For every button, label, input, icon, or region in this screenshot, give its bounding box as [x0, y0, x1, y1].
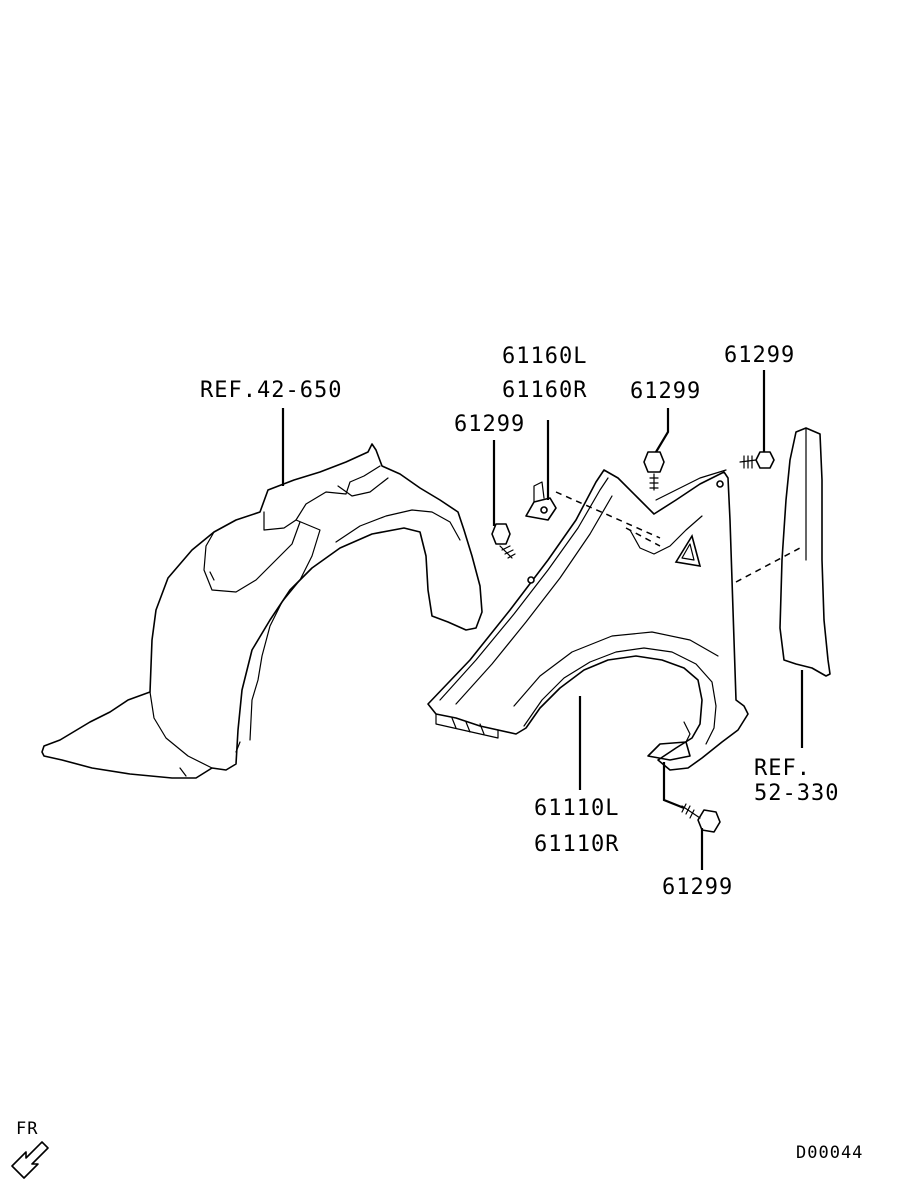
label-ref-trim-2: 52-330	[754, 781, 839, 806]
bolt-d	[681, 803, 721, 833]
fender-trim	[779, 427, 831, 677]
label-bolt-a: 61299	[454, 412, 525, 437]
dash-bracket-to-fender-2	[625, 527, 661, 547]
label-bracket-l: 61160L	[502, 344, 587, 369]
bolt-c	[739, 451, 775, 469]
label-bracket-r: 61160R	[502, 378, 587, 403]
label-fender-l: 61110L	[534, 796, 619, 821]
dash-bracket-to-fender	[555, 491, 661, 539]
label-bolt-c: 61299	[724, 343, 795, 368]
arrow-down-left-icon	[11, 1141, 49, 1179]
label-fender-r: 61110R	[534, 832, 619, 857]
label-diagram-code: D00044	[796, 1143, 863, 1163]
label-ref-trim-1: REF.	[754, 756, 811, 781]
bolt-a	[491, 523, 516, 559]
leader-bolt-d-upper	[662, 762, 685, 810]
label-direction: FR	[16, 1119, 38, 1139]
label-ref-liner: REF.42-650	[200, 378, 342, 403]
leader-bolt-b	[655, 408, 670, 453]
label-bolt-d: 61299	[662, 875, 733, 900]
dash-trim-to-fender	[735, 547, 801, 583]
bolt-b	[643, 451, 727, 501]
fender-liner	[41, 443, 483, 779]
label-bolt-b: 61299	[630, 379, 701, 404]
fender-bracket	[525, 481, 557, 521]
front-fender	[427, 469, 749, 771]
